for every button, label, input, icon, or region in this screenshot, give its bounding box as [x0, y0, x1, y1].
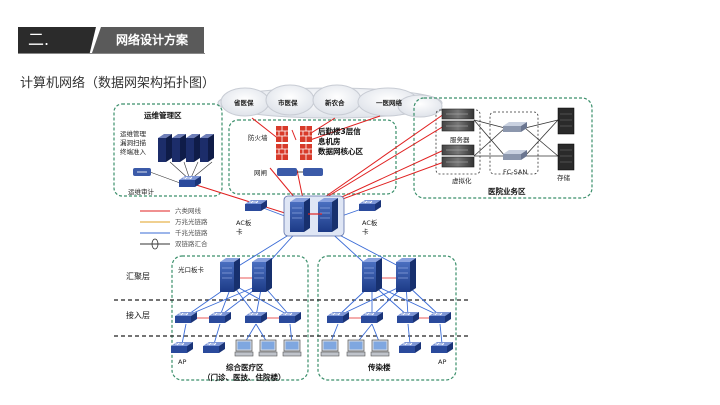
pc-icon [320, 339, 340, 357]
pc-icon [258, 339, 278, 357]
ac-left-label-2: 卡 [236, 228, 243, 236]
server-label: 服务器 [450, 136, 470, 144]
infect-zone-border [317, 255, 457, 381]
general-zone-title: 综合医疗区 [226, 363, 264, 372]
san-group-border [489, 111, 539, 175]
aggregation-layer-label: 汇聚层 [126, 272, 150, 281]
legend-item-2: 万兆光链路 [175, 218, 208, 226]
ap-label-right: AP [438, 358, 447, 366]
access-switch-icon [208, 311, 232, 324]
firewall-icon [276, 126, 312, 160]
ops-desc-1: 运维管理 [120, 130, 146, 138]
pc-icon [346, 339, 366, 357]
cloud-label-4: 一医网络 [376, 99, 402, 107]
gateway-icon [277, 168, 323, 176]
ops-server-racks [158, 134, 214, 162]
pc-icon [234, 339, 254, 357]
access-layer-label: 接入层 [126, 311, 150, 320]
ac-left-label-1: AC板 [236, 219, 252, 227]
legend-item-1: 六类网线 [175, 207, 201, 215]
agg-switch-icon [395, 257, 417, 293]
cloud-label-3: 新农合 [325, 99, 345, 107]
agg-switch-icon [251, 257, 273, 293]
virtual-label: 虚拟化 [452, 177, 472, 185]
section-title: 网络设计方案 [92, 27, 204, 53]
ap-icon [170, 341, 194, 354]
hospital-zone-title: 医院业务区 [488, 187, 526, 196]
cloud-label-2: 市医保 [278, 99, 298, 107]
ac-right-switch-icon [358, 199, 382, 212]
agg-switch-icon [219, 257, 241, 293]
access-switch-icon [428, 311, 452, 324]
printer-icon [202, 341, 226, 354]
infect-zone-title: 传染楼 [368, 363, 391, 372]
printer-icon [398, 341, 422, 354]
access-switch-icon [244, 311, 268, 324]
legend-item-3: 千兆光链路 [175, 229, 208, 237]
gateway-label: 网闸 [254, 169, 267, 177]
access-switch-icon [326, 311, 350, 324]
ac-right-label-2: 卡 [362, 228, 369, 236]
header-divider [18, 53, 205, 54]
audit-label: 运维审计 [128, 188, 154, 196]
ap-label-left: AP [178, 358, 187, 366]
external-networks-cloud [217, 84, 443, 119]
core-zone-border [228, 119, 397, 195]
agg-switch-icon [361, 257, 383, 293]
section-number: 二. [18, 27, 96, 53]
access-switch-icon [396, 311, 420, 324]
hospital-zone-border [413, 97, 593, 199]
ac-right-label-1: AC板 [362, 219, 378, 227]
firewall-label: 防火墙 [248, 134, 268, 142]
cloud-label-1: 省医保 [234, 99, 254, 107]
core-switch-a-icon [289, 197, 311, 233]
storage-icon [557, 107, 575, 171]
legend-lines [140, 210, 170, 250]
ops-zone-title: 运维管理区 [144, 111, 182, 120]
access-switch-icon [360, 311, 384, 324]
audit-device-icon [133, 168, 151, 176]
core-title-2: 息机房 [318, 137, 341, 146]
core-title-3: 数据网核心区 [318, 147, 363, 156]
access-switch-icon [174, 311, 198, 324]
storage-label: 存储 [557, 174, 570, 182]
ops-desc-3: 终端准入 [120, 148, 146, 156]
general-zone-border [171, 255, 309, 381]
pc-icon [370, 339, 390, 357]
pc-icon [282, 339, 302, 357]
ops-desc-2: 漏洞扫描 [120, 139, 146, 147]
optical-card-label: 光口板卡 [178, 266, 204, 274]
core-title-1: 后勤楼3层信 [318, 127, 361, 136]
san-links [473, 119, 559, 157]
ops-zone-border [113, 103, 223, 197]
core-switch-b-icon [317, 197, 339, 233]
legend-item-4: 双链路汇合 [175, 240, 208, 248]
page-subtitle: 计算机网络（数据网架构拓扑图） [20, 76, 216, 91]
general-zone-subtitle: （门诊、医技、住院楼） [203, 373, 286, 382]
access-switch-icon [278, 311, 302, 324]
fc-switch-icon [503, 122, 527, 160]
san-label: FC-SAN [503, 168, 528, 176]
ap-icon [430, 341, 454, 354]
